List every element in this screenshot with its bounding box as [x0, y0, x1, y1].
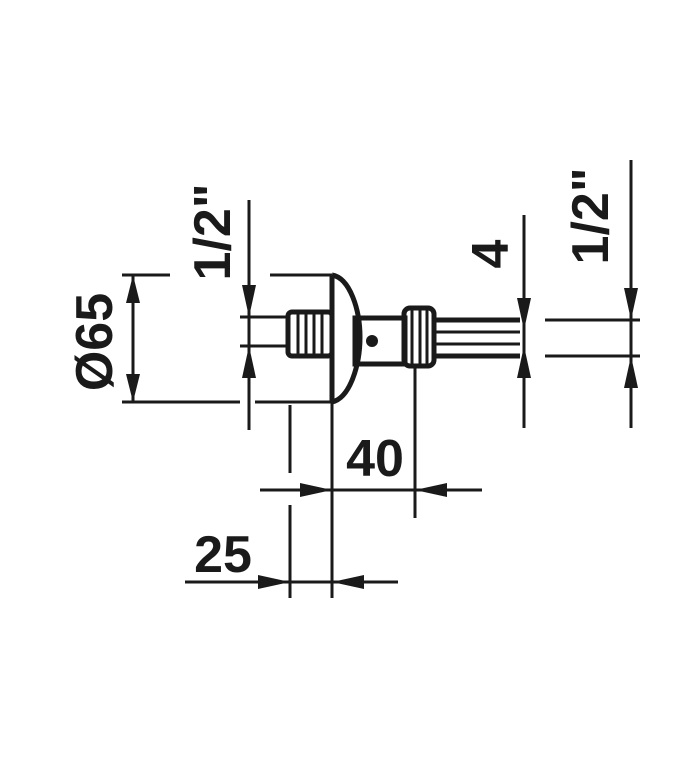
dimension-offset: 4	[462, 215, 531, 428]
dimension-outlet-thread: 1/2"	[545, 160, 640, 428]
label-offset: 4	[462, 239, 520, 268]
label-outlet-thread: 1/2"	[562, 168, 620, 265]
flange-rosette	[331, 272, 363, 405]
threaded-nut-right	[401, 305, 437, 369]
label-inlet-thread: 1/2"	[184, 184, 242, 281]
dimension-length-25: 25	[185, 405, 398, 598]
valve-body	[352, 315, 408, 367]
label-diameter: Ø65	[66, 293, 124, 391]
label-length-25: 25	[194, 526, 252, 584]
label-length-40: 40	[346, 430, 404, 488]
dimension-inlet-thread: 1/2"	[184, 184, 288, 430]
dimension-diameter: Ø65	[66, 273, 332, 404]
threaded-nut-left	[285, 309, 335, 359]
body-screw	[366, 335, 378, 347]
valve-part	[240, 272, 520, 405]
dimension-length-40: 40	[260, 364, 482, 598]
